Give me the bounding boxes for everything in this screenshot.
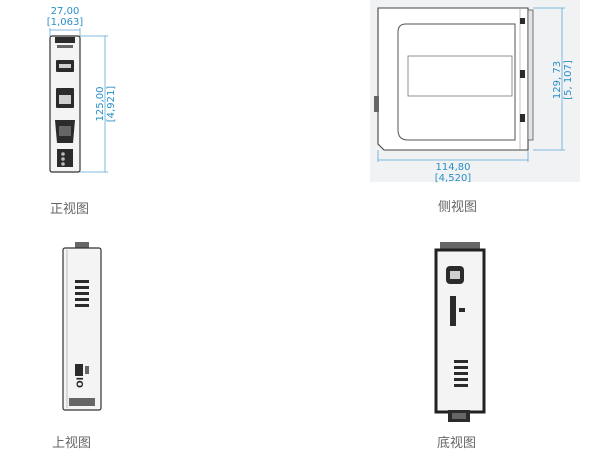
front-view-drawing: 27,00 [1,063] 125,00 [4,921] bbox=[47, 6, 117, 173]
bottom-view-drawing bbox=[434, 242, 486, 422]
side-view-drawing: 129, 73 [5, 107] 114,80 [4,520] bbox=[374, 7, 574, 184]
bottom-view-top-clip bbox=[440, 242, 480, 252]
front-view: 27,00 [1,063] 125,00 [4,921] bbox=[30, 0, 140, 195]
front-height-in: [4,921] bbox=[106, 86, 117, 123]
vent-slots bbox=[75, 280, 89, 307]
terminal-pin bbox=[61, 157, 65, 161]
top-view-drawing: OI bbox=[62, 242, 102, 411]
usb-port-slot bbox=[59, 64, 71, 68]
top-view-caption: 上视图 bbox=[52, 436, 92, 451]
power-terminal bbox=[57, 149, 73, 167]
top-view: OI bbox=[55, 240, 115, 420]
side-height-in: [5, 107] bbox=[563, 60, 574, 100]
dip-switch bbox=[75, 364, 83, 376]
on-off-marking: OI bbox=[76, 377, 86, 388]
din-rail-clip bbox=[527, 9, 534, 141]
top-view-tab bbox=[75, 242, 89, 250]
top-view-bottom-clip bbox=[69, 398, 95, 406]
side-inner-panel bbox=[397, 23, 516, 141]
terminal-pin bbox=[61, 162, 65, 166]
top-view-body bbox=[62, 247, 102, 411]
side-label-area bbox=[407, 55, 513, 97]
side-latch-low bbox=[520, 114, 525, 122]
side-width-in: [4,520] bbox=[435, 173, 472, 184]
front-view-caption: 正视图 bbox=[50, 202, 90, 217]
bottom-view-caption: 底视图 bbox=[437, 436, 477, 451]
top-clip bbox=[57, 45, 73, 48]
ethernet-port-inner bbox=[59, 95, 71, 104]
side-latch-top bbox=[520, 18, 525, 24]
dip-switch-side bbox=[85, 366, 89, 374]
side-connector-nub bbox=[374, 96, 379, 112]
front-width-in: [1,063] bbox=[47, 17, 84, 28]
memory-slot bbox=[450, 296, 456, 326]
bottom-view-connector-inner bbox=[452, 413, 466, 419]
memory-slot-latch bbox=[459, 308, 465, 312]
sd-card-slot-inner bbox=[450, 271, 460, 279]
side-latch-mid bbox=[520, 70, 525, 78]
front-height-mm: 125,00 bbox=[95, 87, 106, 122]
side-view: 129, 73 [5, 107] 114,80 [4,520] bbox=[370, 0, 580, 185]
top-connector bbox=[55, 37, 75, 43]
side-view-caption: 侧视图 bbox=[438, 200, 478, 215]
front-width-mm: 27,00 bbox=[51, 6, 80, 17]
side-body-outline bbox=[377, 7, 529, 151]
terminal-pin bbox=[61, 152, 65, 156]
bottom-view bbox=[430, 240, 500, 425]
side-width-mm: 114,80 bbox=[436, 162, 471, 173]
bottom-vent-slots bbox=[454, 360, 468, 387]
side-height-mm: 129, 73 bbox=[552, 61, 563, 99]
serial-port-pins bbox=[59, 126, 71, 136]
